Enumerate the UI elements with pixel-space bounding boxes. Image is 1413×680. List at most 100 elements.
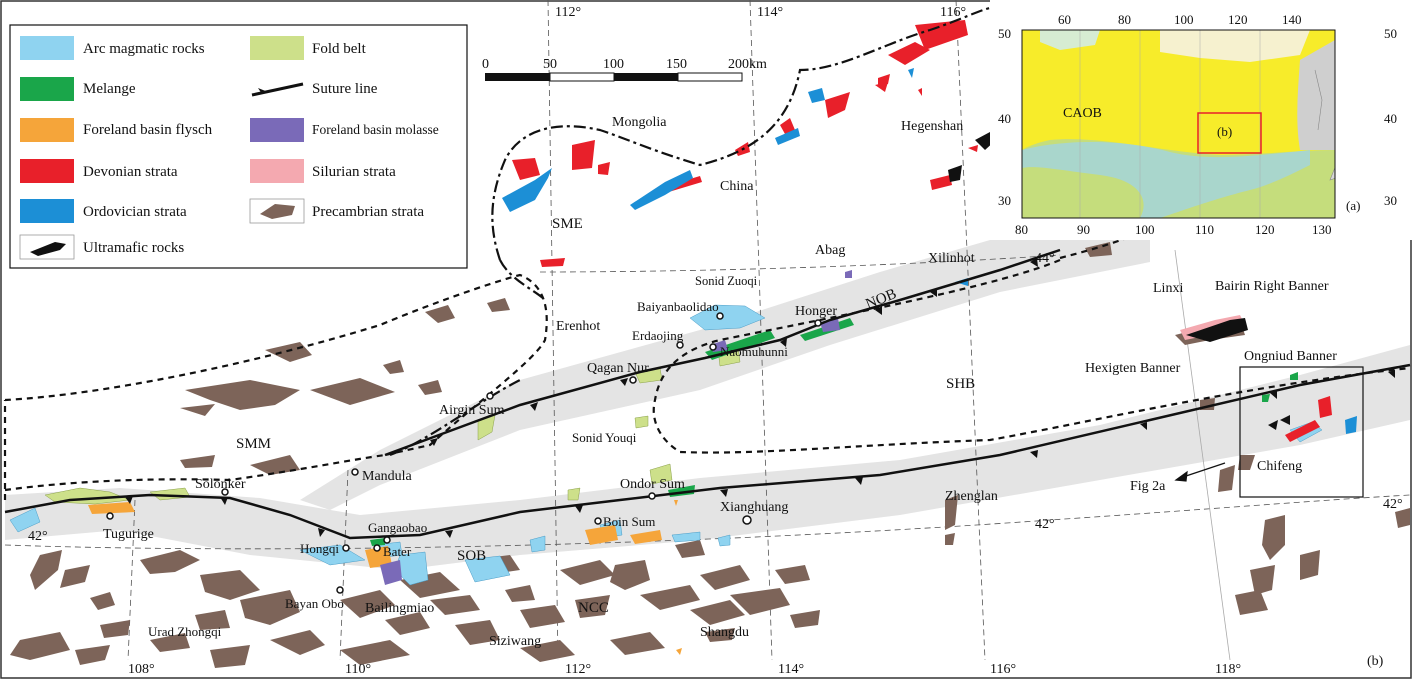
legend-label-ordovician: Ordovician strata — [83, 204, 187, 220]
inset-cream — [1160, 30, 1310, 62]
legend-label-melange: Melange — [83, 81, 136, 97]
label-hexigten: Hexigten Banner — [1085, 361, 1181, 376]
label-bailingmiao: Bailingmiao — [365, 601, 434, 616]
scale-tick-0: 0 — [482, 57, 489, 72]
lat-right-42: 42° — [1383, 497, 1403, 512]
legend-label-flysch: Foreland basin flysch — [83, 122, 213, 138]
label-qagan-nur: Qagan Nur — [587, 361, 649, 376]
inset-frame — [1021, 29, 1336, 219]
legend-label-ultramafic: Ultramafic rocks — [83, 240, 184, 256]
label-erdaojing: Erdaojing — [632, 328, 684, 343]
label-shangdu: Shangdu — [700, 625, 749, 640]
lat-left-42: 42° — [28, 529, 48, 544]
legend-label-precambrian: Precambrian strata — [312, 204, 424, 220]
inset-teal — [1022, 142, 1310, 218]
label-airgin-sum: Airgin Sum — [439, 403, 505, 418]
town-symbols — [106, 312, 822, 594]
flysch-patches — [88, 500, 682, 655]
label-siziwang: Siziwang — [489, 634, 541, 649]
inset-left-40: 40 — [998, 111, 1011, 126]
suture-teeth — [125, 258, 1395, 538]
graticule-labels: 112° 114° 116° 108° 110° 112° 114° 116° … — [28, 5, 1403, 677]
label-sonid-youqi: Sonid Youqi — [572, 430, 637, 445]
legend-swatch-precambrian — [260, 204, 295, 219]
lon-bottom-118: 118° — [1215, 662, 1241, 677]
inset-mint — [1040, 30, 1100, 50]
label-solonker: Solonker — [195, 477, 246, 492]
inset-right-30: 30 — [1384, 193, 1397, 208]
inset-top-100: 100 — [1174, 12, 1194, 27]
inset-box-label: (b) — [1217, 124, 1232, 139]
national-border — [389, 6, 991, 457]
legend-swatch-melange — [20, 77, 74, 101]
inset-bottom-130: 130 — [1312, 222, 1332, 237]
label-bater: Bater — [383, 544, 412, 559]
legend-swatch-suture — [251, 82, 304, 97]
label-abag: Abag — [815, 243, 845, 258]
scale-tick-100: 100 — [603, 57, 624, 72]
lat-mid-42: 42° — [1035, 517, 1055, 532]
legend-label-molasse: Foreland basin molasse — [312, 122, 439, 137]
inset-study-box — [1197, 112, 1262, 154]
inset-top-120: 120 — [1228, 12, 1248, 27]
label-xianghuang: Xianghuang — [720, 500, 788, 515]
label-baiyanbaolidao: Baiyanbaolidao — [637, 299, 719, 314]
legend-swatch-ordovician — [20, 199, 74, 223]
legend-swatch-flysch — [20, 118, 74, 142]
legend-label-silurian: Silurian strata — [312, 164, 396, 180]
label-mandula: Mandula — [362, 469, 413, 484]
label-erenhot: Erenhot — [556, 319, 600, 334]
label-china: China — [720, 179, 754, 194]
inset-labels: 60 80 100 120 140 80 90 100 110 120 130 … — [998, 12, 1397, 237]
inset-bottom-110: 110 — [1195, 222, 1214, 237]
inset-top-80: 80 — [1118, 12, 1131, 27]
label-ondor-sum: Ondor Sum — [620, 477, 685, 492]
label-bairin: Bairin Right Banner — [1215, 279, 1329, 294]
inset-caob — [1022, 30, 1335, 155]
label-urad-zhongqi: Urad Zhongqi — [148, 624, 222, 639]
label-bayan-obo: Bayan Obo — [285, 596, 344, 611]
legend-label-arc: Arc magmatic rocks — [83, 41, 205, 57]
label-gangaobao: Gangaobao — [368, 520, 427, 535]
scale-bar — [485, 72, 743, 82]
label-panel-b: (b) — [1367, 654, 1384, 669]
lon-top-114: 114° — [757, 5, 783, 20]
inset-bottom-100: 100 — [1135, 222, 1155, 237]
legend-swatch-devonian — [20, 159, 74, 183]
legend-label-suture: Suture line — [312, 81, 378, 97]
inset-right-40: 40 — [1384, 111, 1397, 126]
legend-label-fold: Fold belt — [312, 41, 367, 57]
inset-right-50: 50 — [1384, 26, 1397, 41]
legend-frame — [9, 24, 468, 269]
scale-labels: 0 50 100 150 200km — [482, 57, 767, 72]
inset-top-60: 60 — [1058, 12, 1071, 27]
lat-top-44: 44° — [1035, 251, 1055, 266]
label-chifeng: Chifeng — [1257, 459, 1302, 474]
label-linxi: Linxi — [1153, 281, 1183, 296]
label-smm: SMM — [236, 436, 271, 452]
fig2a-arrow — [1174, 462, 1226, 482]
scale-tick-150: 150 — [666, 57, 687, 72]
inset-bottom-120: 120 — [1255, 222, 1275, 237]
legend-swatch-fold — [250, 36, 304, 60]
inset-caob-label: CAOB — [1063, 106, 1102, 121]
label-fig2a: Fig 2a — [1130, 479, 1166, 494]
lon-top-116: 116° — [940, 5, 966, 20]
legend-swatch-ultramafic — [30, 242, 66, 256]
place-labels: Mongolia China Hegenshan SME Abag Xilinh… — [103, 115, 1384, 669]
label-hegenshan: Hegenshan — [901, 119, 963, 134]
scale-tick-200km: 200km — [728, 57, 767, 72]
legend-label-devonian: Devonian strata — [83, 164, 178, 180]
lon-bottom-108: 108° — [128, 662, 155, 677]
label-boin-sum: Boin Sum — [603, 514, 655, 529]
label-xilinhot: Xilinhot — [928, 251, 975, 266]
lon-bottom-114: 114° — [778, 662, 804, 677]
suture-lines — [4, 248, 1411, 540]
label-sme: SME — [552, 216, 583, 232]
inset-bottom-90: 90 — [1077, 222, 1090, 237]
lon-bottom-110: 110° — [345, 662, 371, 677]
inset-left-30: 30 — [998, 193, 1011, 208]
inset-bottom-80: 80 — [1015, 222, 1028, 237]
legend: Arc magmatic rocks Melange Foreland basi… — [9, 24, 468, 269]
